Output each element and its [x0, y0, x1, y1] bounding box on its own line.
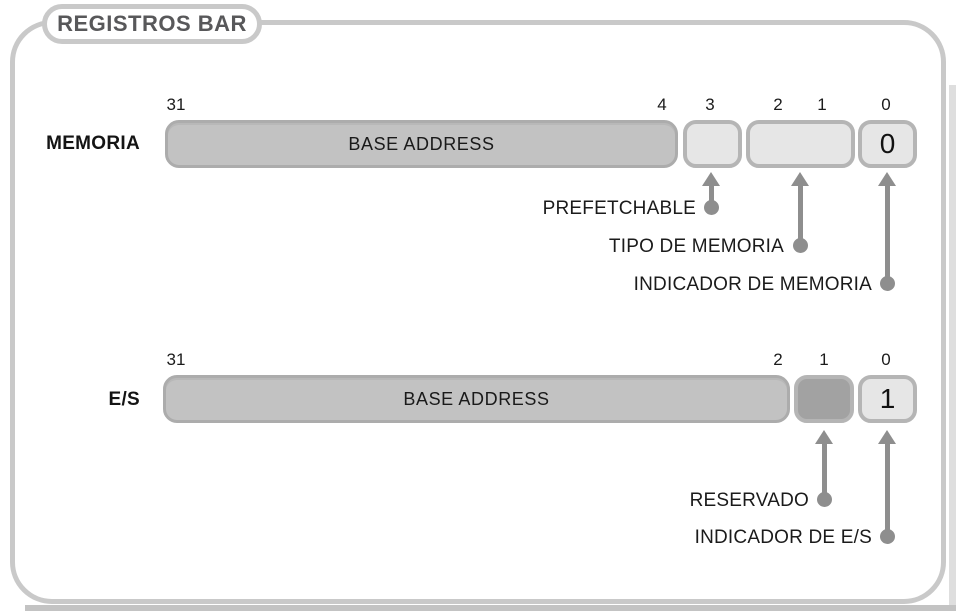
arrow-up-icon-tipo: [791, 172, 809, 253]
arrowhead-icon: [878, 430, 896, 444]
memoria-prefetchable-field: [683, 120, 742, 168]
memoria-indicator-field: 0: [858, 120, 917, 168]
page-edge-right: [949, 85, 956, 611]
arrowhead-icon: [815, 430, 833, 444]
arrow-up-icon-reservado: [815, 430, 833, 507]
figure-title-tab: REGISTROS BAR: [42, 4, 262, 44]
memoria-bit-label-31: 31: [166, 95, 186, 114]
memoria-indicator-value: 0: [879, 128, 896, 159]
arrow-dot-icon: [879, 529, 895, 544]
memoria-bit-label-3: 3: [705, 95, 715, 114]
arrow-up-icon-indicador-es: [878, 430, 896, 544]
memoria-annotation-prefetchable: PREFETCHABLE: [542, 198, 696, 219]
arrow-dot-icon: [792, 238, 808, 253]
arrow-dot-icon: [703, 200, 719, 215]
es-indicator-field: 1: [858, 375, 917, 423]
arrow-up-icon-indicador-memoria: [878, 172, 896, 291]
es-bit-label-2: 2: [773, 350, 783, 369]
arrow-up-icon-prefetchable: [702, 172, 720, 215]
memoria-bit-label-0: 0: [881, 95, 891, 114]
figure-title: REGISTROS BAR: [57, 11, 247, 36]
arrow-dot-icon: [879, 276, 895, 291]
memoria-register-label: MEMORIA: [46, 133, 140, 154]
arrowhead-icon: [878, 172, 896, 186]
es-bit-label-1: 1: [819, 350, 829, 369]
es-reserved-field: [794, 375, 854, 423]
memoria-base-address-text: BASE ADDRESS: [348, 133, 495, 154]
memoria-bit-label-1: 1: [817, 95, 827, 114]
memoria-base-address-field: BASE ADDRESS: [165, 120, 678, 168]
arrowhead-icon: [702, 172, 720, 186]
es-base-address-text: BASE ADDRESS: [403, 388, 550, 409]
es-annotation-reservado: RESERVADO: [689, 490, 809, 511]
memoria-annotation-tipo-de-memoria: TIPO DE MEMORIA: [608, 236, 784, 257]
memoria-bit-label-4: 4: [657, 95, 667, 114]
memoria-tipo-field: [746, 120, 855, 168]
es-indicator-value: 1: [879, 383, 896, 414]
memoria-annotation-indicador-de-memoria: INDICADOR DE MEMORIA: [633, 274, 872, 295]
figure-frame: [10, 20, 946, 604]
page-edge-bottom: [25, 605, 956, 611]
es-register-label: E/S: [108, 389, 140, 410]
arrow-dot-icon: [816, 492, 832, 507]
es-annotation-indicador-de-es: INDICADOR DE E/S: [694, 527, 872, 548]
es-bit-label-31: 31: [166, 350, 186, 369]
memoria-bit-label-2: 2: [773, 95, 783, 114]
es-bit-label-0: 0: [881, 350, 891, 369]
arrowhead-icon: [791, 172, 809, 186]
es-base-address-field: BASE ADDRESS: [163, 375, 790, 423]
